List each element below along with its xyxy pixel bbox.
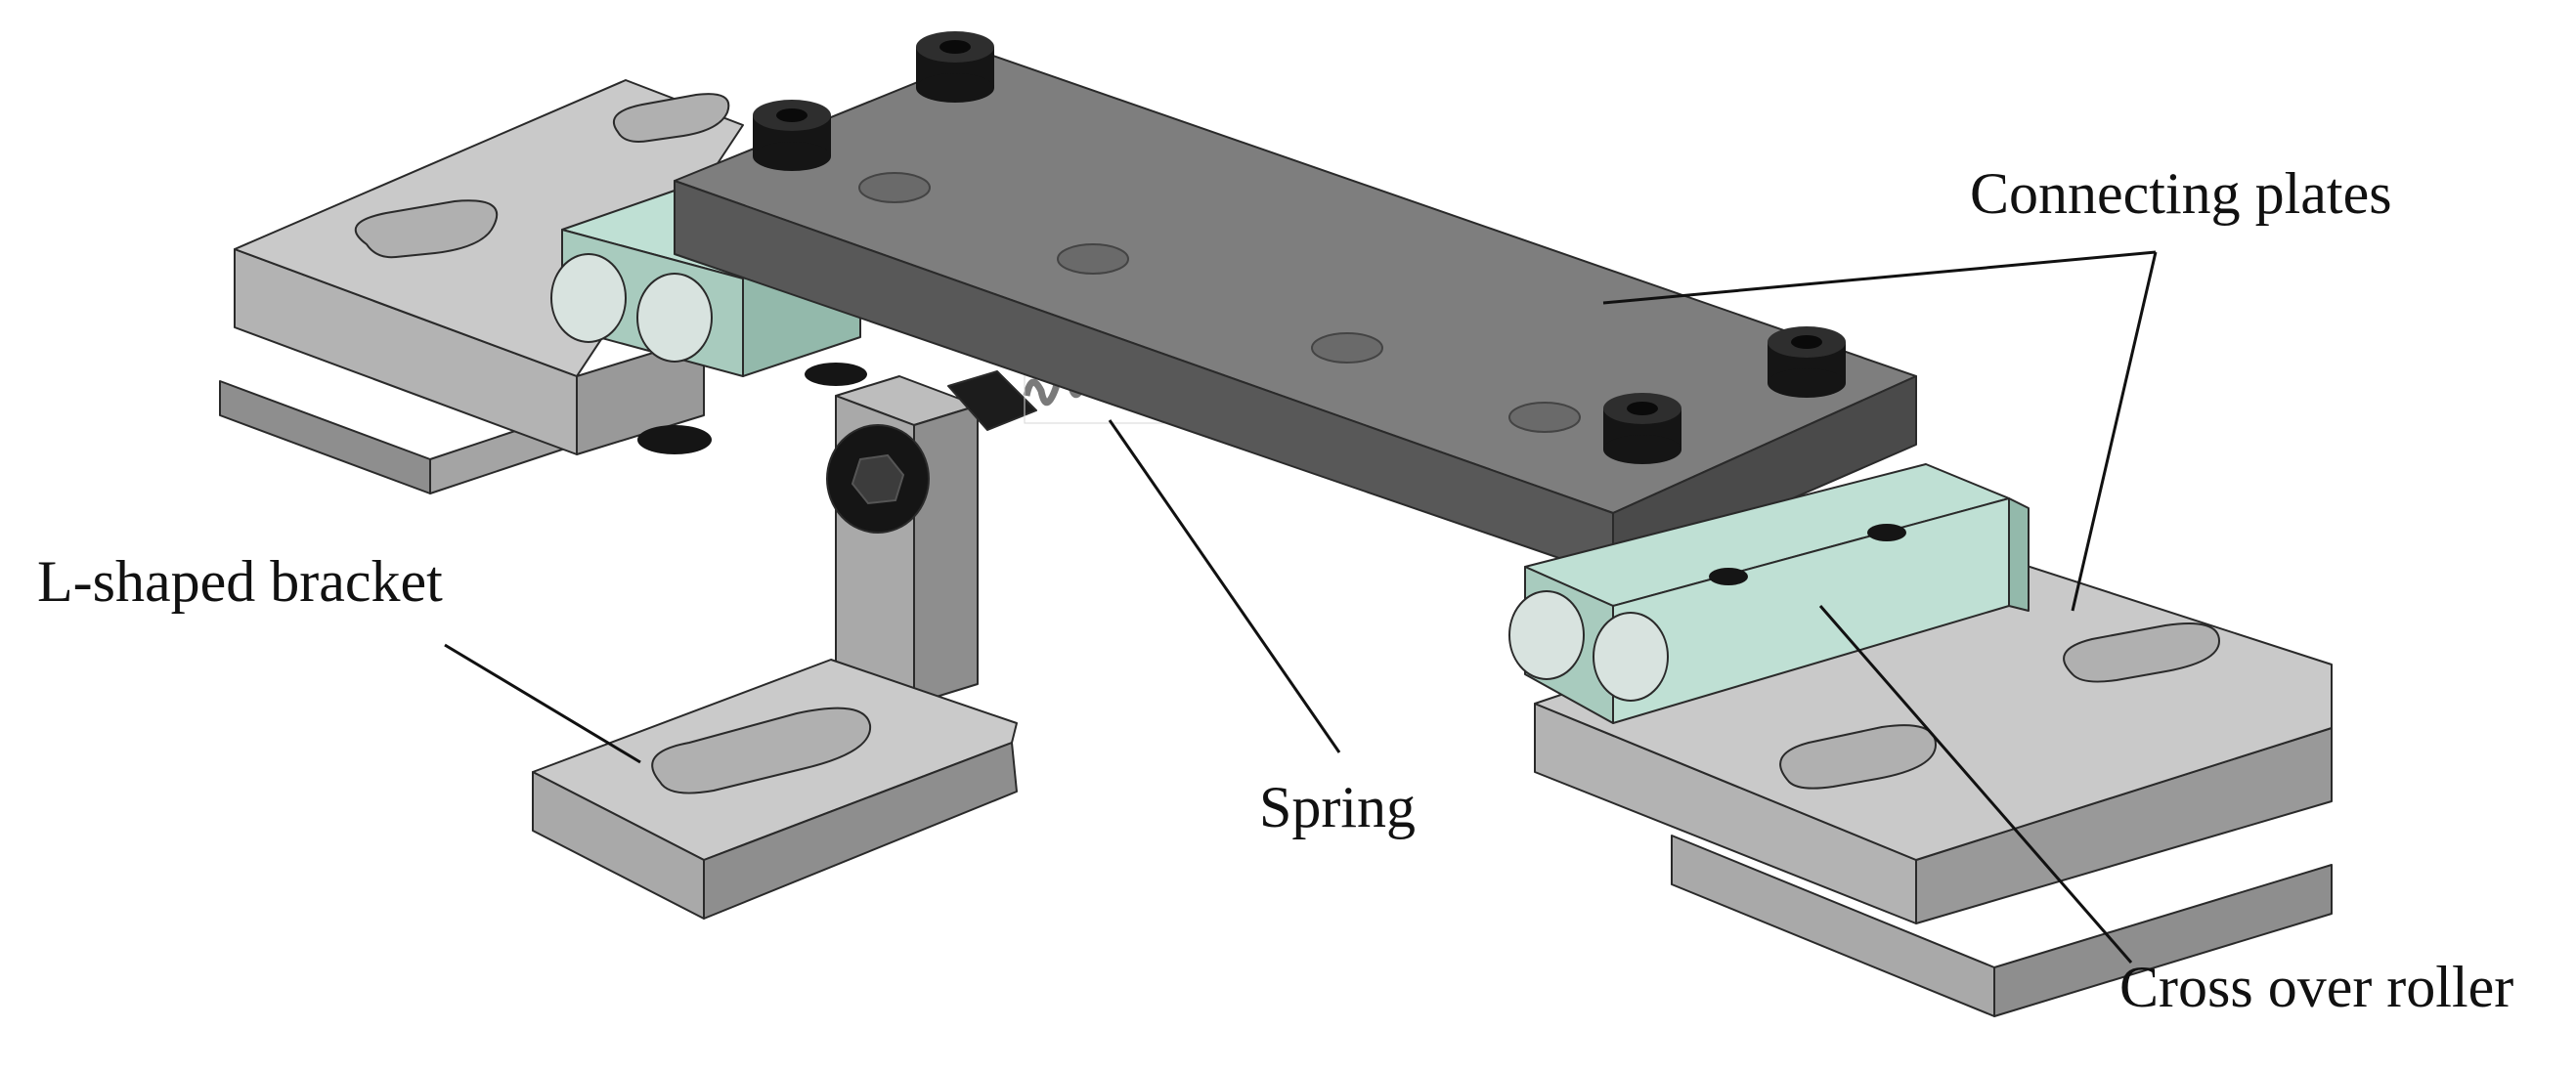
leader-spring bbox=[1108, 419, 1341, 753]
leader-cross-over-roller bbox=[1818, 605, 2133, 964]
right-roller-block bbox=[1508, 463, 2030, 724]
plate-hole-4 bbox=[1508, 402, 1581, 433]
right-base-block bbox=[1534, 551, 2333, 1017]
plate-hole-1 bbox=[858, 172, 931, 203]
right-roller-hole-1 bbox=[1709, 568, 1748, 585]
leader-l-shaped-bracket bbox=[444, 643, 641, 764]
label-l-shaped-bracket: L-shaped bracket bbox=[37, 549, 443, 614]
bolt-under-mid bbox=[805, 363, 867, 386]
callout-labels: Connecting plates L-shaped bracket Sprin… bbox=[37, 161, 2513, 1019]
bolt-1 bbox=[753, 100, 831, 171]
right-base-slot-1 bbox=[1779, 724, 1937, 790]
plate-hole-2 bbox=[1057, 243, 1129, 275]
leader-lines bbox=[444, 250, 2158, 964]
bracket-bolt-socket bbox=[851, 453, 905, 505]
left-roller-cap-2 bbox=[636, 273, 713, 363]
l-shaped-bracket-part bbox=[532, 375, 1018, 920]
label-connecting-plates: Connecting plates bbox=[1970, 161, 2392, 226]
label-spring: Spring bbox=[1259, 775, 1416, 839]
leader-connecting-plates-1 bbox=[1602, 250, 2157, 305]
label-cross-over-roller: Cross over roller bbox=[2119, 955, 2513, 1019]
right-base-slot-2 bbox=[2063, 622, 2220, 683]
bolt-4 bbox=[1603, 393, 1681, 464]
bolt-3 bbox=[1768, 326, 1846, 398]
left-base-slot-2 bbox=[612, 93, 730, 143]
bolt-2 bbox=[916, 31, 994, 103]
leader-connecting-plates-2 bbox=[2071, 251, 2158, 612]
right-roller-cap-2 bbox=[1593, 612, 1669, 702]
left-base-slot-1 bbox=[354, 199, 499, 259]
plate-hole-3 bbox=[1311, 332, 1383, 364]
bolt-under-left bbox=[637, 425, 712, 454]
plate-bolts bbox=[637, 31, 1846, 464]
right-roller-cap-1 bbox=[1508, 590, 1585, 680]
right-roller-hole-2 bbox=[1867, 524, 1906, 541]
bracket-slot bbox=[651, 707, 872, 794]
left-roller-cap-1 bbox=[550, 253, 627, 343]
